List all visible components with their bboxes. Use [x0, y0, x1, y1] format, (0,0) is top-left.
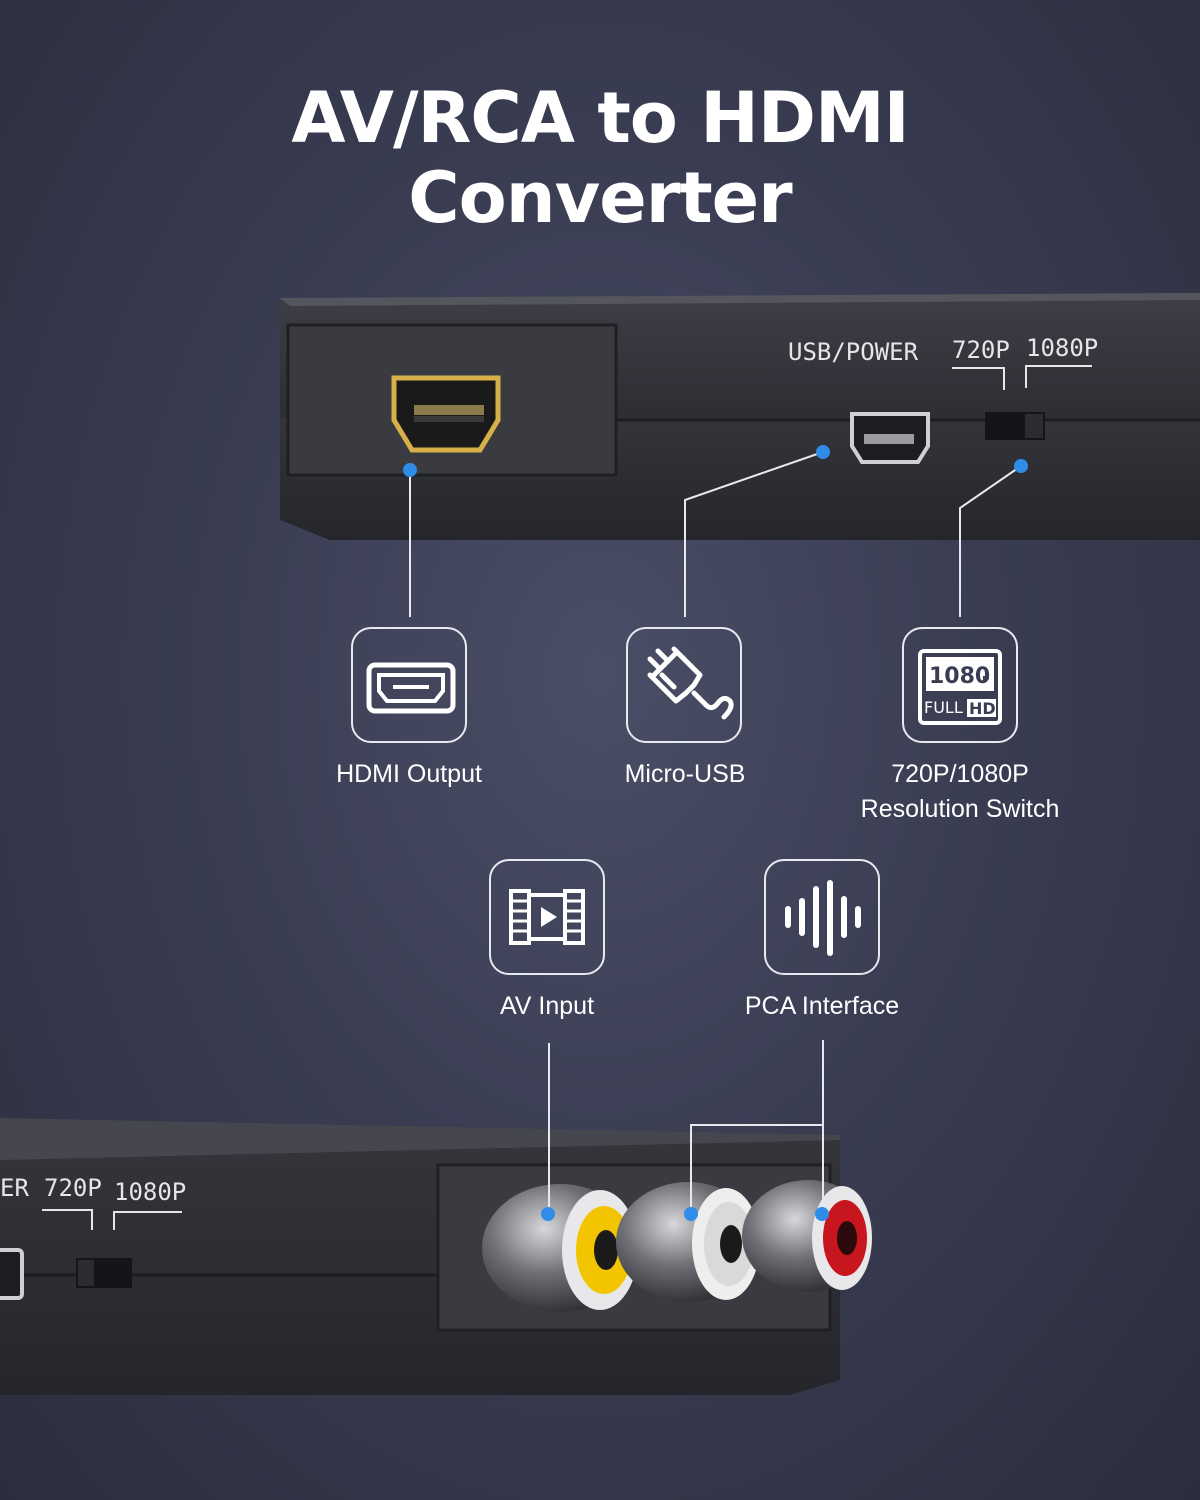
- bottom-label-720p: 720P: [44, 1174, 102, 1202]
- badge-1080-text: 1080: [929, 664, 990, 689]
- hdmi-port: [391, 375, 501, 453]
- badge-hd-text: HD: [969, 699, 996, 718]
- power-plug-icon: [647, 646, 734, 720]
- rca-jack-red: [742, 1180, 874, 1292]
- hdmi-port-icon: [366, 662, 456, 714]
- callout-dot-yellow: [541, 1207, 555, 1221]
- badge-full-text: FULL: [924, 698, 963, 717]
- feature-resolution-switch: 1080 P FULL HD: [902, 627, 1018, 743]
- bottom-label-1080p: 1080P: [114, 1178, 186, 1206]
- top-label-usb-power: USB/POWER: [788, 338, 919, 366]
- rca-jack-white: [616, 1182, 760, 1302]
- feature-label-hdmi-output: HDMI Output: [336, 760, 482, 788]
- title-line-2: Converter: [408, 157, 792, 239]
- mini-usb-port: [850, 412, 930, 464]
- callout-dot-switch: [1014, 459, 1028, 473]
- fullhd-1080p-icon: 1080 P FULL HD: [918, 649, 1002, 725]
- feature-label-resolution-switch: 720P/1080P Resolution Switch: [830, 757, 1090, 827]
- callout-dot-usb: [816, 445, 830, 459]
- bottom-label-er: ER: [0, 1174, 29, 1202]
- feature-label-pca-interface: PCA Interface: [744, 992, 900, 1020]
- rca-jack-yellow: [482, 1184, 638, 1312]
- feature-hdmi-output: [351, 627, 467, 743]
- bottom-slide-switch: [76, 1258, 132, 1288]
- badge-p-text: P: [982, 675, 989, 686]
- resolution-slide-switch: [985, 412, 1045, 440]
- top-device: USB/POWER 720P 1080P: [280, 293, 1200, 540]
- callout-dots: [403, 445, 1028, 1221]
- feature-label-resolution-line-1: 720P/1080P: [891, 760, 1029, 788]
- callout-lines: [409, 451, 1022, 1213]
- top-label-1080p: 1080P: [1026, 334, 1098, 362]
- audio-wave-icon: [785, 880, 861, 956]
- feature-label-resolution-line-2: Resolution Switch: [860, 795, 1060, 823]
- title-line-1: AV/RCA to HDMI: [291, 77, 909, 159]
- callout-dot-red: [815, 1207, 829, 1221]
- video-film-icon: [509, 889, 585, 945]
- bottom-mini-usb-port: [0, 1248, 24, 1300]
- feature-label-av-input: AV Input: [499, 992, 595, 1020]
- callout-dot-white: [684, 1207, 698, 1221]
- callout-dot-hdmi: [403, 463, 417, 477]
- bottom-device: ER 720P 1080P: [0, 1118, 874, 1395]
- feature-pca-interface: [764, 859, 880, 975]
- top-label-720p: 720P: [952, 336, 1010, 364]
- feature-label-micro-usb: Micro-USB: [624, 760, 746, 788]
- feature-micro-usb: [626, 627, 742, 743]
- page-title: AV/RCA to HDMI Converter: [0, 78, 1200, 238]
- feature-av-input: [489, 859, 605, 975]
